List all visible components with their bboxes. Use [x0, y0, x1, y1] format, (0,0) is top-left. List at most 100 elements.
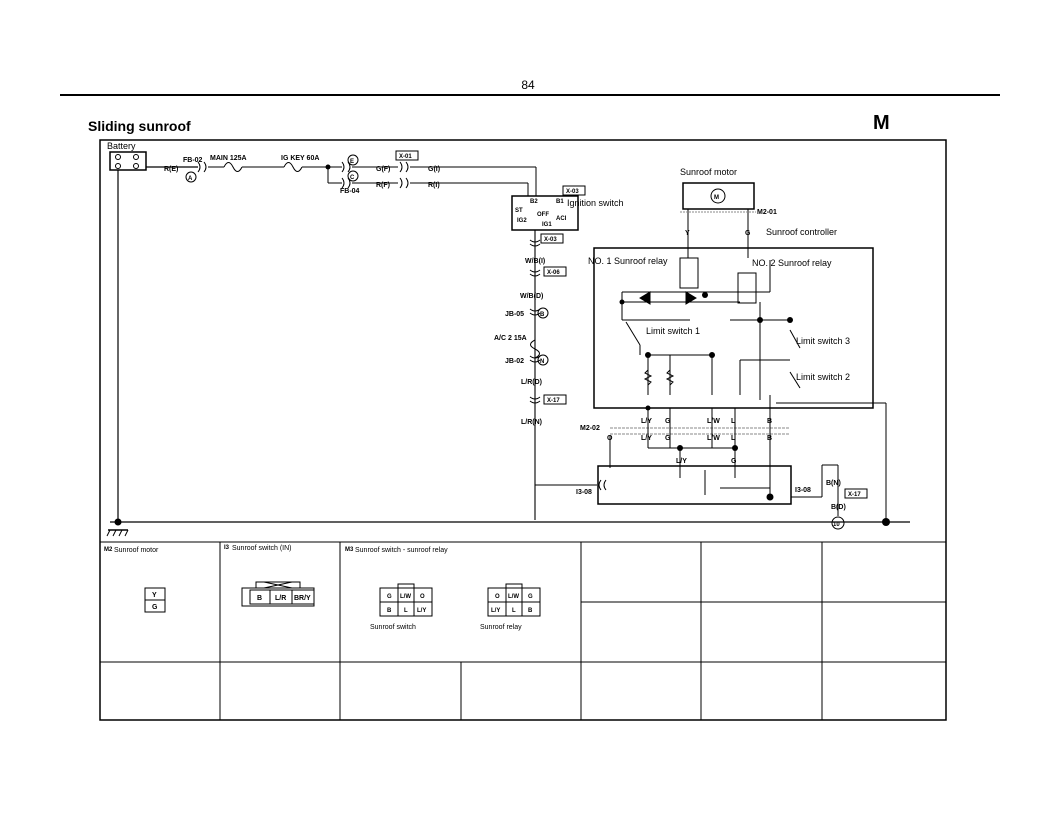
i3-title: Sunroof switch (IN) [232, 545, 292, 552]
ign-st: ST [515, 208, 523, 214]
m3-prefix: M3 [345, 547, 354, 553]
sw-pin-1: G [387, 594, 392, 600]
pin-top-1: L/Y [641, 418, 652, 425]
pin-top-5: B [767, 418, 772, 425]
ign-ig1: IG1 [542, 222, 552, 228]
relay-pin-6: B [528, 608, 533, 614]
x17-tag: X-17 [547, 398, 560, 404]
pin-bottom-5: L [731, 435, 736, 442]
sw-pin-6: L/Y [417, 608, 426, 614]
sw-pin-5: L [404, 608, 408, 614]
wire-lrn: L/R(N) [521, 419, 542, 426]
ign-b2: B2 [530, 199, 538, 205]
circle-n-label: N [540, 359, 544, 365]
ignition-switch-label: Ignition switch [567, 198, 624, 208]
ground-point-label: 10 [833, 522, 840, 528]
ignition-switch-box [511, 195, 579, 231]
wire-wbd: W/B(D) [520, 293, 543, 300]
circle-c-label: C [350, 175, 355, 181]
controller-label: Sunroof controller [766, 227, 837, 237]
section-code: M [873, 112, 890, 134]
motor-pin-g: G [745, 230, 751, 237]
switch-caption: Sunroof switch [370, 624, 416, 631]
pin-top-3: L/W [707, 418, 720, 425]
wire-gf: G(F) [376, 166, 390, 173]
ign-ig2: IG2 [517, 218, 527, 224]
i3-prefix: I3 [224, 545, 230, 551]
pin-top-4: L [731, 418, 736, 425]
sunroof-switch-box [597, 465, 792, 505]
fb04-label: FB-04 [340, 188, 360, 195]
main-fuse [223, 162, 243, 172]
circle-a-label: A [188, 176, 193, 182]
wire-gi: G(I) [428, 166, 440, 173]
circle-b-label: B [540, 312, 545, 318]
pin-bottom-6: B [767, 435, 772, 442]
relay-pin-1: O [495, 594, 500, 600]
wire-rf: R(F) [376, 182, 390, 189]
relay-pin-4: L/Y [491, 608, 500, 614]
wire-bd: B(D) [831, 504, 846, 511]
i3-pin-2: L/R [275, 595, 286, 602]
wire-bn: B(N) [826, 480, 841, 487]
motor-symbol: M [714, 195, 719, 201]
circle-e-label: E [350, 159, 354, 165]
i3-pin-3: BR/Y [294, 595, 311, 602]
relay2-label: NO. 2 Sunroof relay [752, 258, 832, 268]
pin-top-2: G [665, 418, 671, 425]
relay-pin-3: G [528, 594, 533, 600]
ac-fuse-label: A/C 2 15A [494, 335, 527, 342]
pin-bottom-2: L/Y [641, 435, 652, 442]
m2-prefix: M2 [104, 547, 113, 553]
wire-re: R(E) [164, 166, 178, 173]
battery-label: Battery [107, 141, 136, 151]
m3-title: Sunroof switch - sunroof relay [355, 547, 448, 554]
limit2-label: Limit switch 2 [796, 372, 850, 382]
sw-pin-4: B [387, 608, 392, 614]
ign-b1: B1 [556, 199, 564, 205]
pin-bottom-1: O [607, 435, 613, 442]
relay-pin-2: L/W [508, 594, 519, 600]
main-fuse-label: MAIN 125A [210, 155, 247, 162]
jb05-label: JB-05 [505, 311, 524, 318]
wire-ri: R(I) [428, 182, 440, 189]
wire-wbi: W/B(I) [525, 258, 545, 265]
m202-label: M2-02 [580, 425, 600, 432]
limit1-label: Limit switch 1 [646, 326, 700, 336]
page-title: Sliding sunroof [88, 118, 191, 134]
battery-box [109, 151, 147, 171]
x01-tag: X-01 [399, 154, 412, 160]
ign-off: OFF [537, 212, 549, 218]
motor-label: Sunroof motor [680, 167, 737, 177]
i308-right-label: I3-08 [795, 487, 811, 494]
page-number: 84 [521, 78, 535, 92]
pin-g-label: G [731, 458, 737, 465]
sw-pin-2: L/W [400, 594, 411, 600]
m2-title: Sunroof motor [114, 547, 159, 554]
pin-bottom-4: L/W [707, 435, 720, 442]
x06-tag: X-06 [547, 270, 560, 276]
relay-pin-5: L [512, 608, 516, 614]
m2-pin-y: Y [152, 592, 157, 599]
igkey-fuse-label: IG KEY 60A [281, 155, 319, 162]
motor-pin-y: Y [685, 230, 690, 237]
ign-acc: ACI [556, 216, 567, 222]
jb02-label: JB-02 [505, 358, 524, 365]
header-rule [60, 94, 1000, 96]
i3-pin-1: B [257, 595, 262, 602]
diagram-frame [99, 139, 947, 721]
pin-bottom-3: G [665, 435, 671, 442]
m2-pin-g: G [152, 604, 158, 611]
sunroof-motor-box [682, 182, 755, 210]
x03-tag-top: X-03 [566, 189, 579, 195]
limit3-label: Limit switch 3 [796, 336, 850, 346]
relay1-label: NO. 1 Sunroof relay [588, 256, 668, 266]
ac-fuse [530, 339, 540, 359]
wire-lrd: L/R(D) [521, 379, 542, 386]
m201-label: M2-01 [757, 209, 777, 216]
fb02-label: FB-02 [183, 157, 203, 164]
i308-left-label: I3-08 [576, 489, 592, 496]
igkey-fuse [283, 162, 303, 172]
relay-caption: Sunroof relay [480, 624, 522, 631]
